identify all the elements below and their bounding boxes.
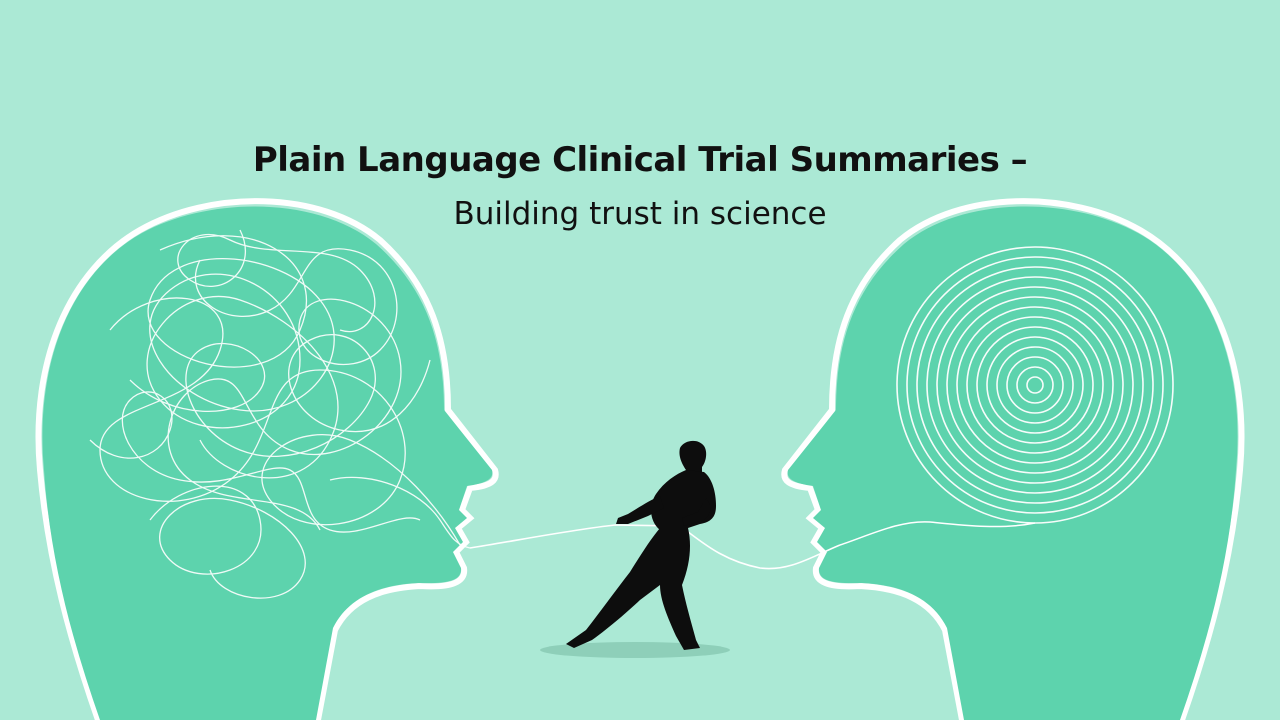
right-head-shape — [787, 206, 1238, 720]
spiral-lines — [896, 246, 1174, 524]
right-head — [781, 198, 1245, 720]
right-head-rim — [781, 198, 1245, 720]
rope — [469, 524, 841, 570]
slide-title: Plain Language Clinical Trial Summaries … — [252, 140, 1028, 180]
figure-arms — [616, 496, 711, 526]
tangle-lines — [89, 229, 471, 599]
slide-subtitle: Building trust in science — [453, 196, 827, 232]
right-thread — [839, 521, 1036, 546]
figure-head — [679, 440, 707, 476]
left-head — [35, 198, 499, 720]
left-head-rim — [35, 198, 499, 720]
figure-legs — [566, 528, 700, 650]
person-pulling-silhouette — [566, 440, 716, 650]
left-head-shape — [42, 206, 493, 720]
